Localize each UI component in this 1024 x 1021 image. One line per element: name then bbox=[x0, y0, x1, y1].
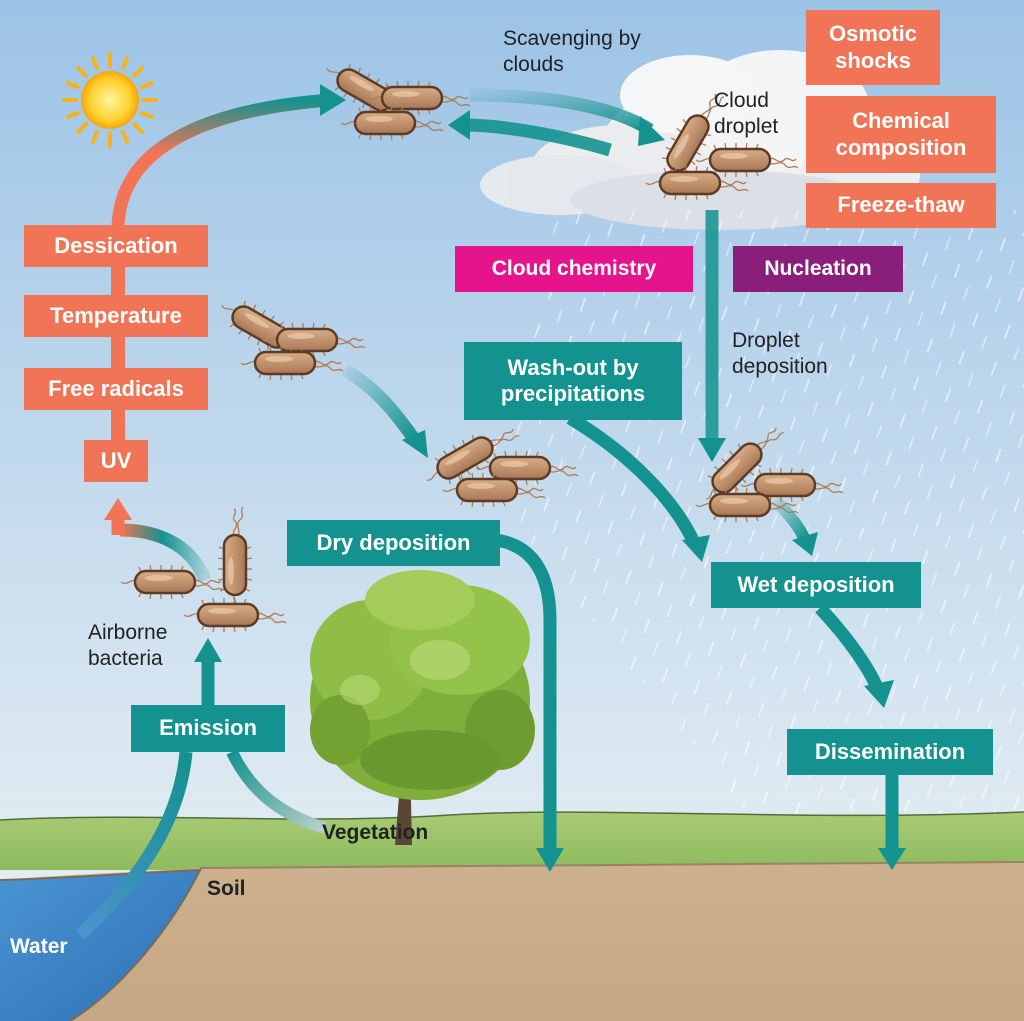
uv-box: UV bbox=[84, 440, 148, 482]
dry-deposition-box: Dry deposition bbox=[287, 520, 500, 566]
freeze-thaw-box: Freeze-thaw bbox=[806, 183, 996, 228]
cloud-chemistry-box: Cloud chemistry bbox=[455, 246, 693, 292]
tree-icon bbox=[310, 570, 535, 845]
emission-box: Emission bbox=[131, 705, 285, 752]
ground bbox=[0, 862, 1024, 1021]
wet-deposition-box: Wet deposition bbox=[711, 562, 921, 608]
temperature-box: Temperature bbox=[24, 295, 208, 337]
chemical-composition-box: Chemical composition bbox=[806, 96, 996, 173]
water-label: Water bbox=[10, 935, 68, 958]
grass bbox=[0, 812, 1024, 870]
nucleation-box: Nucleation bbox=[733, 246, 903, 292]
water bbox=[0, 870, 200, 1021]
droplet-deposition-label: Droplet deposition bbox=[732, 329, 828, 379]
vegetation-label: Vegetation bbox=[322, 821, 429, 844]
cloud-droplet-label: Cloud droplet bbox=[714, 89, 779, 139]
scavenging-label: Scavenging by clouds bbox=[503, 27, 641, 77]
airborne-bacteria-label: Airborne bacteria bbox=[88, 621, 168, 671]
free-radicals-box: Free radicals bbox=[24, 368, 208, 410]
soil-label: Soil bbox=[207, 877, 246, 900]
osmotic-shocks-box: Osmotic shocks bbox=[806, 10, 940, 85]
dessication-box: Dessication bbox=[24, 225, 208, 267]
dissemination-box: Dissemination bbox=[787, 729, 993, 775]
wash-out-box: Wash-out by precipitations bbox=[464, 342, 682, 420]
sun-icon bbox=[62, 52, 158, 148]
